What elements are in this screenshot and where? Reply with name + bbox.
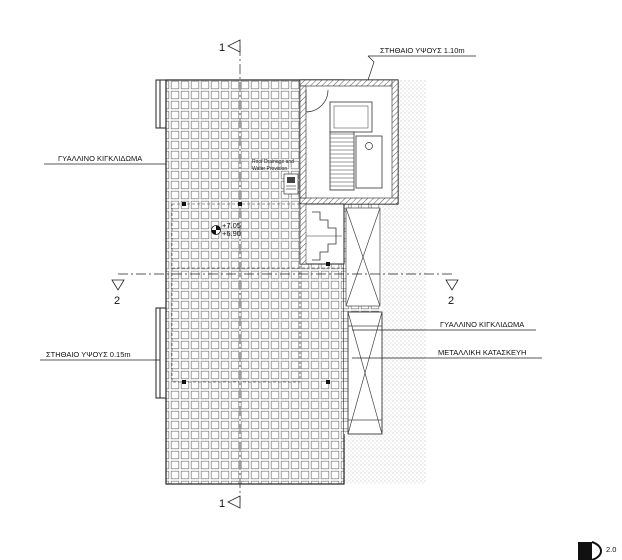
level-top: +7.05 (222, 221, 241, 230)
section-marker-1-top: 1 (219, 39, 241, 54)
section-label-2-right: 2 (448, 295, 454, 307)
glass-railing-left (155, 79, 166, 399)
terrain-strip (344, 80, 426, 484)
section-lines (118, 46, 452, 502)
section-marker-2-left: 2 (111, 279, 125, 307)
section-label-2-left: 2 (114, 295, 120, 307)
annotation-glass-railing-right: ΓΥΑΛΛΙΝΟ ΚΙΓΚΛΙΔΩΜΑ (352, 320, 536, 331)
annotation-metal-structure: ΜΕΤΑΛΛΙΚΗ ΚΑΤΑΣΚΕΥΗ (352, 348, 542, 359)
label-metal-structure: ΜΕΤΑΛΛΙΚΗ ΚΑΤΑΣΚΕΥΗ (438, 348, 526, 357)
section-label-1-bottom: 1 (219, 498, 225, 510)
label-glass-railing-right: ΓΥΑΛΛΙΝΟ ΚΙΓΚΛΙΔΩΜΑ (440, 320, 524, 329)
staircase (299, 203, 345, 265)
level-marker: +7.05 +6.90 (211, 221, 241, 238)
label-parapet-low: ΣΤΗΘΑΙΟ ΥΨΟΥΣ 0.15m (46, 350, 131, 359)
label-glass-railing-left: ΓΥΑΛΛΙΝΟ ΚΙΓΚΛΙΔΩΜΑ (58, 154, 142, 163)
label-drainage-line2: Water Provision (252, 166, 287, 172)
label-drainage-line1: Roof Drainage and (252, 159, 294, 165)
section-marker-2-right: 2 (445, 279, 459, 307)
stair-block (283, 79, 399, 205)
label-parapet-high: ΣΤΗΘΑΙΟ ΥΨΟΥΣ 1.10m (380, 46, 465, 55)
section-marker-1-bottom: 1 (219, 495, 241, 510)
annotation-parapet-low: ΣΤΗΘΑΙΟ ΥΨΟΥΣ 0.15m (40, 350, 160, 361)
corner-fragment: 2.0 (578, 541, 616, 560)
structural-grid (171, 203, 344, 383)
section-label-1-top: 1 (219, 42, 225, 54)
level-bottom: +6.90 (222, 229, 241, 238)
glass-shaft (345, 207, 383, 435)
annotation-drainage: Roof Drainage and Water Provision (252, 159, 294, 172)
annotation-glass-railing-left: ΓΥΑΛΛΙΝΟ ΚΙΓΚΛΙΔΩΜΑ (44, 154, 166, 165)
corner-mark: 2.0 (606, 545, 616, 554)
annotation-parapet-high: ΣΤΗΘΑΙΟ ΥΨΟΥΣ 1.10m (367, 46, 476, 81)
